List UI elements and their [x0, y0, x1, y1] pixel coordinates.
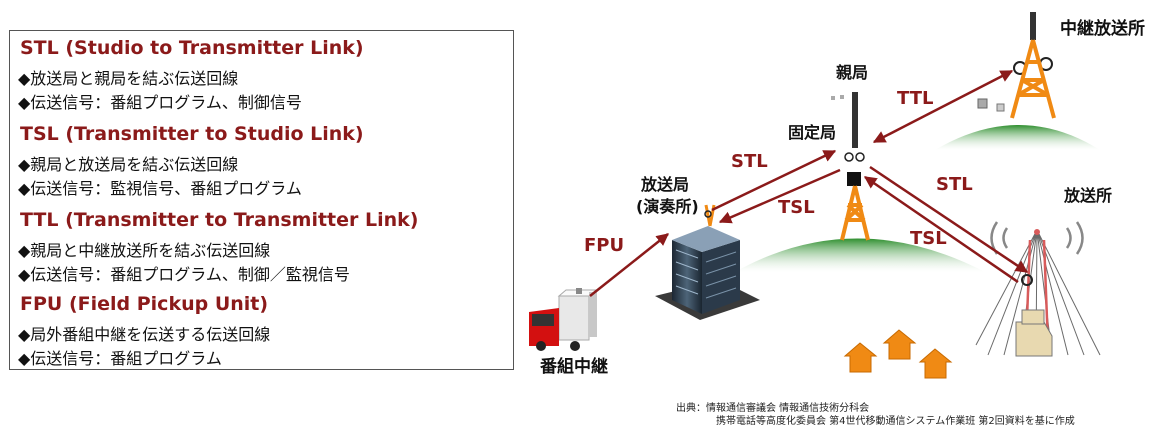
- arrow-stl-2: [869, 165, 1029, 274]
- label-parent-station: 親局: [836, 63, 868, 82]
- label-link-tsl-2: TSL: [910, 228, 947, 249]
- stl-desc-1: ◆放送局と親局を結ぶ伝送回線: [18, 69, 239, 88]
- tsl-desc-2: ◆伝送信号：監視信号、番組プログラム: [18, 179, 302, 198]
- parent-tower-icon: [840, 92, 870, 241]
- legend-box: STL (Studio to Transmitter Link) ◆放送局と親局…: [9, 30, 514, 370]
- ttl-desc-2: ◆伝送信号：番組プログラム、制御／監視信号: [18, 265, 350, 284]
- source-line-2: 携帯電話等高度化委員会 第4世代移動通信システム作業班 第2回資料を基に作成: [716, 416, 1075, 427]
- label-link-fpu: FPU: [584, 235, 624, 256]
- ttl-desc-1: ◆親局と中継放送所を結ぶ伝送回線: [18, 241, 271, 260]
- relay-truck-icon: [529, 288, 599, 351]
- label-fixed-station: 固定局: [788, 123, 836, 142]
- stl-desc-2: ◆伝送信号：番組プログラム、制御信号: [18, 93, 302, 112]
- label-link-stl-1: STL: [731, 151, 768, 172]
- broadcaster-building-icon: [655, 204, 760, 320]
- label-program-relay: 番組中継: [539, 356, 608, 377]
- fpu-desc-2: ◆伝送信号：番組プログラム: [18, 349, 222, 368]
- fpu-desc-1: ◆局外番組中継を伝送する伝送回線: [18, 325, 271, 344]
- tsl-title: TSL (Transmitter to Studio Link): [20, 123, 364, 145]
- arrow-ttl: [872, 69, 1014, 144]
- ttl-title: TTL (Transmitter to Transmitter Link): [20, 209, 419, 231]
- arrow-fpu: [589, 233, 669, 297]
- label-link-ttl: TTL: [897, 88, 933, 109]
- hill-relay: [935, 125, 1100, 150]
- tsl-desc-1: ◆親局と放送局を結ぶ伝送回線: [18, 155, 239, 174]
- label-transmitter-site: 放送所: [1063, 186, 1112, 205]
- arrow-tsl-2: [863, 175, 1019, 284]
- label-link-stl-2: STL: [936, 174, 973, 195]
- arrow-stl-1: [711, 149, 837, 212]
- fpu-title: FPU (Field Pickup Unit): [20, 293, 269, 315]
- label-broadcaster: 放送局: [640, 175, 689, 194]
- source-line-1: 出典：情報通信審議会 情報通信技術分科会: [676, 403, 870, 414]
- transmitter-tower-icon: [975, 221, 1101, 357]
- stl-title: STL (Studio to Transmitter Link): [20, 37, 364, 59]
- label-relay-station: 中継放送所: [1060, 18, 1145, 39]
- source-note: 出典：情報通信審議会 情報通信技術分科会 携帯電話等高度化委員会 第4世代移動通…: [676, 402, 1156, 428]
- hill-parent: [735, 238, 985, 272]
- label-link-tsl-1: TSL: [778, 197, 815, 218]
- arrow-tsl-1: [718, 168, 841, 224]
- houses-icon: [843, 329, 953, 379]
- label-broadcaster-sub: (演奏所): [636, 197, 699, 216]
- relay-tower-icon: [1010, 12, 1056, 119]
